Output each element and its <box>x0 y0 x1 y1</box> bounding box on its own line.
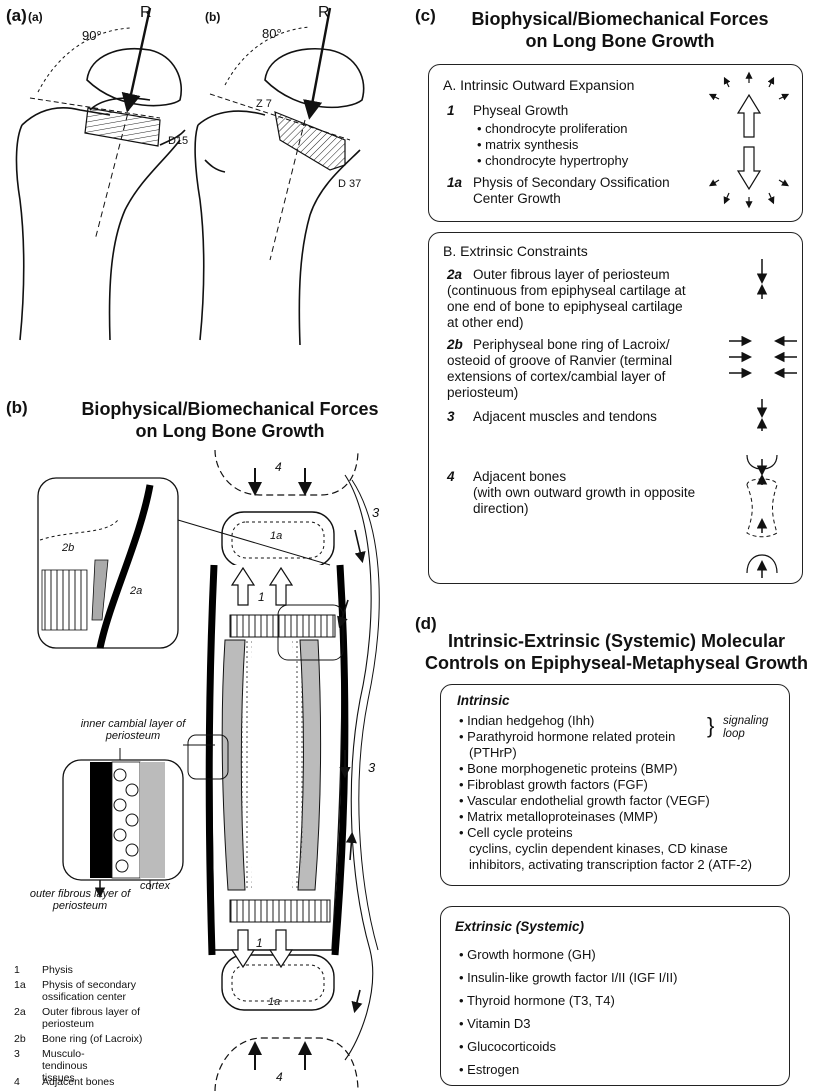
legend-row: 1a <box>14 979 26 991</box>
intrinsic-box: Intrinsic • Indian hedgehog (Ihh) • Para… <box>440 684 790 886</box>
angle-label-a: 90° <box>82 28 102 43</box>
femur-a <box>15 48 186 341</box>
label-3-top: 3 <box>372 505 380 520</box>
angle-label-b: 80° <box>262 26 282 41</box>
panel-c-title-line1: Biophysical/Biomechanical Forces <box>471 9 769 29</box>
panel-a-label: (a) <box>6 6 27 25</box>
adjacent-bone-bottom <box>214 1037 359 1091</box>
panel-a-sub-b: (b) <box>205 10 221 24</box>
panel-b-label: (b) <box>6 398 28 417</box>
extrinsic-box: Extrinsic (Systemic) • Growth hormone (G… <box>440 906 790 1086</box>
list-item: • Cell cycle proteins <box>459 825 573 840</box>
list-item: • Fibroblast growth factors (FGF) <box>459 777 648 792</box>
periosteum-left <box>205 564 218 956</box>
list-item: • Vitamin D3 <box>459 1016 531 1031</box>
brace-icon: } <box>707 713 715 738</box>
force-label-a: R <box>140 4 152 21</box>
adjacent-bone-top <box>214 449 359 496</box>
panel-d-title: Intrinsic-Extrinsic (Systemic) Molecular… <box>420 630 813 674</box>
label-1a-top: 1a <box>270 530 283 542</box>
panel-b-title: Biophysical/Biomechanical Forces on Long… <box>30 398 430 442</box>
list-item: • Insulin-like growth factor I/II (IGF I… <box>459 970 678 985</box>
section-b-heading: B. Extrinsic Constraints <box>443 243 588 259</box>
legend-text: Outer fibrous layer of periosteum <box>42 1006 141 1030</box>
legend-text: Bone ring (of Lacroix) <box>42 1033 143 1045</box>
panel-c-label: (c) <box>415 6 436 25</box>
legend-row: 2b <box>14 1033 26 1045</box>
legend-row: 4 <box>14 1076 20 1088</box>
label-4-top: 4 <box>275 460 282 474</box>
extrinsic-heading: Extrinsic (Systemic) <box>455 919 585 934</box>
list-item: • Matrix metalloproteinases (MMP) <box>459 809 658 824</box>
cell-cycle-detail: cyclins, cyclin dependent kinases, CD ki… <box>469 841 752 872</box>
panel-a-sub-a: (a) <box>28 10 43 24</box>
list-item: • Vascular endothelial growth factor (VE… <box>459 793 710 808</box>
list-item: • Bone morphogenetic proteins (BMP) <box>459 761 678 776</box>
cortex-label: cortex <box>140 880 170 892</box>
list-item: • Growth hormone (GH) <box>459 947 596 962</box>
legend-row: 3 <box>14 1048 20 1060</box>
extrinsic-list: • Growth hormone (GH) • Insulin-like gro… <box>459 943 789 1081</box>
d37-label: D 37 <box>338 178 362 190</box>
d15-label: D15 <box>168 135 189 147</box>
force-arrow-a <box>121 7 152 113</box>
section-a-heading: A. Intrinsic Outward Expansion <box>443 77 635 93</box>
panel-b-title-line2: on Long Bone Growth <box>135 421 325 441</box>
list-item: • Indian hedgehog (Ihh) <box>459 713 595 728</box>
bullet-item: • chondrocyte proliferation <box>477 121 628 136</box>
label-4-bottom: 4 <box>276 1070 283 1084</box>
force-arrow-b <box>303 7 332 120</box>
force-label-b: R <box>318 4 330 21</box>
physis-bottom <box>229 899 331 923</box>
muscle-tendon <box>344 474 374 1061</box>
panel-c-title-line2: on Long Bone Growth <box>525 31 715 51</box>
legend-row: 2a <box>14 1006 26 1018</box>
list-item: • Parathyroid hormone related protein(PT… <box>459 729 676 760</box>
inset-label-2a: 2a <box>130 585 143 597</box>
label-1-top: 1 <box>258 590 265 604</box>
legend-text: Adjacent bones <box>42 1076 115 1088</box>
fibrous-layer-label: outer fibrous layer of periosteum <box>29 888 131 912</box>
legend-row: 1 <box>14 964 20 976</box>
physis-a <box>84 107 161 147</box>
legend-text: Physis of secondary ossification center <box>42 979 136 1003</box>
physis-b <box>274 111 346 171</box>
list-item: • Glucocorticoids <box>459 1039 557 1054</box>
cambial-layer-label: inner cambial layer of periosteum <box>80 718 186 742</box>
panel-d-title-line1: Intrinsic-Extrinsic (Systemic) Molecular <box>447 631 786 651</box>
intrinsic-list: • Indian hedgehog (Ihh) • Parathyroid ho… <box>459 713 789 873</box>
label-1a-bottom: 1a <box>268 996 281 1008</box>
constraint-arrows-icons <box>729 259 797 578</box>
label-3-mid: 3 <box>368 760 376 775</box>
legend-text: Physis <box>42 964 73 976</box>
panel-d-label: (d) <box>415 614 437 633</box>
panel-b-title-line1: Biophysical/Biomechanical Forces <box>81 399 379 419</box>
intrinsic-heading: Intrinsic <box>457 693 510 708</box>
expansion-arrows-icon <box>708 71 790 209</box>
bullet-item: • matrix synthesis <box>477 137 579 152</box>
z7-label: Z 7 <box>256 98 272 110</box>
label-1-bottom: 1 <box>256 936 263 950</box>
list-item: • Estrogen <box>459 1062 520 1077</box>
legend-text: Musculo-tendinous tissues <box>42 1048 88 1084</box>
panel-d-title-line2: Controls on Epiphyseal-Metaphyseal Growt… <box>424 653 809 673</box>
list-item: • Thyroid hormone (T3, T4) <box>459 993 615 1008</box>
physis-top <box>229 614 336 638</box>
panel-c-title: Biophysical/Biomechanical Forces on Long… <box>440 8 800 52</box>
inset-label-2b: 2b <box>62 542 75 554</box>
bullet-list: • chondrocyte proliferation • matrix syn… <box>477 121 628 169</box>
bullet-item: • chondrocyte hypertrophy <box>477 153 629 168</box>
